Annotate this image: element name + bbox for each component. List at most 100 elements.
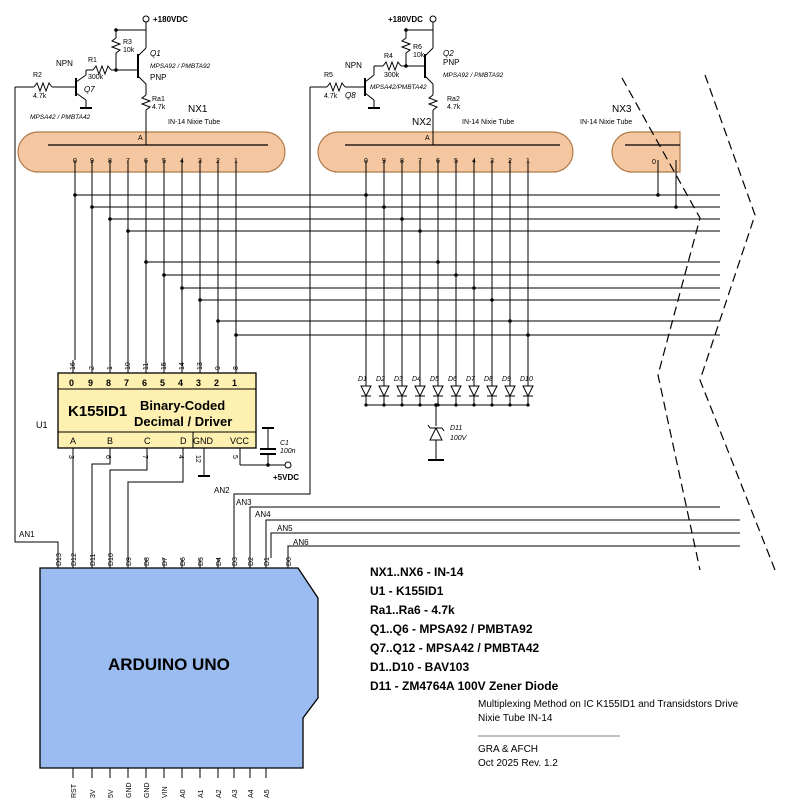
q7-part: MPSA42 / PMBTA42 — [30, 114, 91, 121]
arduino-bottom-pin-label: A1 — [198, 789, 205, 798]
bom-line: D1..D10 - BAV103 — [370, 660, 469, 674]
ic-output-pin: 14 — [179, 362, 186, 370]
ra1-label: Ra1 — [152, 96, 165, 103]
arduino-title: ARDUINO UNO — [108, 655, 230, 674]
junction-dot — [508, 403, 512, 407]
junction-dot — [400, 403, 404, 407]
zener-value: 100V — [450, 435, 468, 442]
arduino-top-pin-label: D4 — [216, 557, 223, 566]
ic-input-pin: 4 — [177, 455, 184, 459]
ic-output-pin: 1 — [107, 366, 114, 370]
r6-value: 10k — [413, 52, 425, 59]
arduino-bottom-pin-label: GND — [144, 782, 151, 798]
arduino-top-pin-label: D1 — [264, 557, 271, 566]
arduino-top-pin-label: D0 — [286, 557, 293, 566]
junction-dot — [382, 403, 386, 407]
ra2-value: 4.7k — [447, 104, 461, 111]
ic-input-pin: 5 — [231, 455, 238, 459]
ic-output-pin: 13 — [197, 362, 204, 370]
arduino-top-pin-label: D2 — [248, 557, 255, 566]
junction-dot — [126, 229, 130, 233]
diode-label: D1 — [358, 376, 367, 383]
ic-input-label: B — [107, 436, 113, 446]
ic-output-label: 8 — [106, 378, 111, 388]
r4-label: R4 — [384, 53, 393, 60]
nx2-pin-label: 3 — [490, 158, 494, 165]
junction-dot — [454, 403, 458, 407]
arduino-bottom-pin-label: A2 — [216, 789, 223, 798]
diode-symbol — [468, 385, 480, 398]
c1-label: C1 — [280, 440, 289, 447]
diode-symbol — [432, 385, 444, 398]
nx2-pin-label: 8 — [400, 158, 404, 165]
diode-label: D7 — [466, 376, 476, 383]
anode-label: A — [425, 135, 430, 142]
an1-label: AN1 — [19, 530, 35, 539]
r5-label: R5 — [324, 72, 333, 79]
npn-label-1: NPN — [56, 59, 73, 68]
q8-label: Q8 — [345, 91, 356, 100]
junction-dot — [418, 403, 422, 407]
notes-revision: Oct 2025 Rev. 1.2 — [478, 758, 558, 769]
ic-input-pin: 3 — [67, 455, 74, 459]
junction-dot — [216, 319, 220, 323]
arduino-top-pin-label: D13 — [56, 553, 63, 566]
vcc-label: +5VDC — [273, 473, 299, 482]
nx2-pin-label: 6 — [436, 158, 440, 165]
arduino-bottom-pin-label: 3V — [90, 789, 97, 798]
tube-nx3: 0 — [611, 131, 681, 173]
ra2-label: Ra2 — [447, 96, 460, 103]
bom-line: Q1..Q6 - MPSA92 / PMBTA92 — [370, 622, 533, 636]
ic-output-pin: 10 — [125, 362, 132, 370]
r2-label: R2 — [33, 72, 42, 79]
junction-dot — [108, 217, 112, 221]
ic-output-pin: 16 — [70, 362, 77, 370]
bom-line: D11 - ZM4764A 100V Zener Diode — [370, 679, 559, 693]
anode-label: A — [138, 135, 143, 142]
ic-output-label: 9 — [88, 378, 93, 388]
ic-output-label: 4 — [178, 378, 183, 388]
junction-dot — [656, 193, 660, 197]
q1-label: Q1 — [150, 49, 161, 58]
nx2-label: NX2 — [412, 117, 432, 128]
junction-dot — [674, 205, 678, 209]
junction-dot — [472, 403, 476, 407]
notes-author: GRA & AFCH — [478, 744, 538, 755]
cap-c1: C1 100n +5VDC — [198, 427, 299, 482]
notes: Multiplexing Method on IC K155ID1 and Tr… — [478, 699, 739, 769]
diode-symbol — [378, 385, 390, 398]
junction-dot — [490, 403, 494, 407]
ic-output-pin: 8 — [233, 366, 240, 370]
an-wires: AN1 AN2 AN3 AN4 AN5 AN6 — [14, 87, 740, 558]
r1-label: R1 — [88, 57, 97, 64]
break-markers — [621, 74, 776, 571]
notes-title-1: Multiplexing Method on IC K155ID1 and Tr… — [478, 699, 739, 710]
nx2-pin-label: 7 — [418, 158, 422, 165]
an2-label: AN2 — [214, 486, 230, 495]
nx2-pin-label: 4 — [472, 158, 476, 165]
r6-label: R6 — [413, 44, 422, 51]
arduino-top-pin-label: D11 — [90, 554, 97, 566]
ic-input-pin: 6 — [104, 455, 111, 459]
ic-output-label: 3 — [196, 378, 201, 388]
driver-stage-1: +180VDC R3 10k Q1 MPSA92 / PMBTA92 PNP R… — [15, 15, 211, 132]
nx1-pin-label: 4 — [180, 158, 184, 165]
ic-input-label: VCC — [230, 436, 250, 446]
arduino-bottom-pin-label: A3 — [232, 789, 239, 798]
r4-value: 300k — [384, 72, 400, 79]
ic-output-label: 2 — [214, 378, 219, 388]
arduino-bottom-pin-label: 5V — [108, 789, 115, 798]
tube-nx1: A — [17, 131, 286, 173]
nx1-pin-label: 7 — [126, 158, 130, 165]
bom-line: U1 - K155ID1 — [370, 584, 444, 598]
pnp-label-1: PNP — [150, 73, 166, 82]
arduino-top-pin-label: D6 — [180, 557, 187, 566]
diode-symbol — [414, 385, 426, 398]
an5-label: AN5 — [277, 524, 293, 533]
arduino-uno: ARDUINO UNO — [39, 567, 319, 769]
nx3-digit-label: 0 — [652, 159, 656, 166]
